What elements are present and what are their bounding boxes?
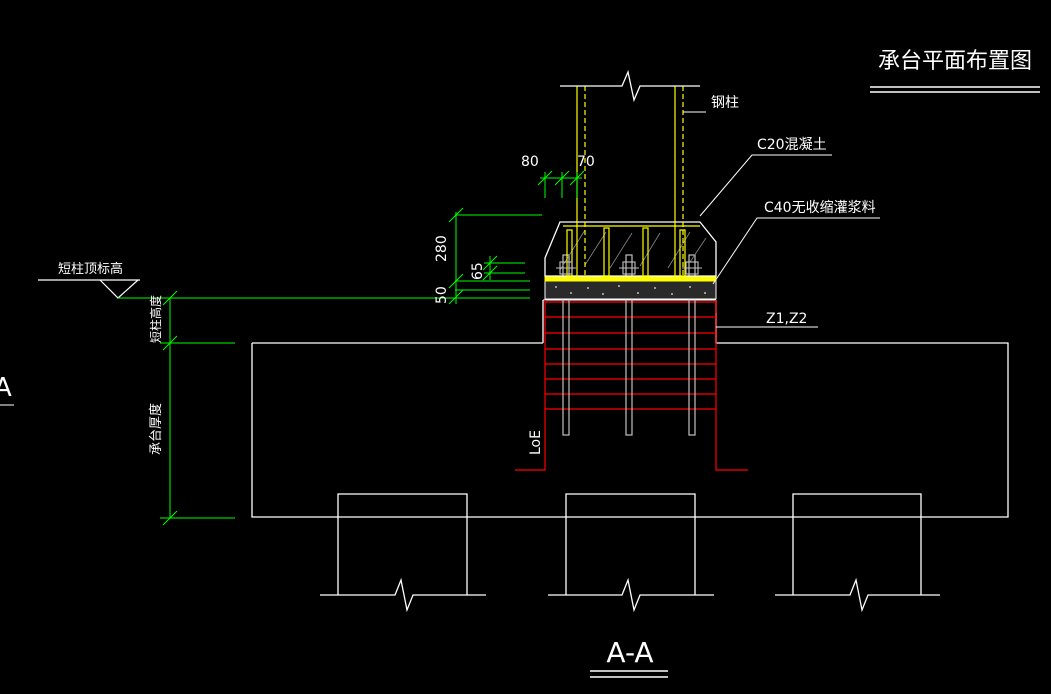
label-z1z2: Z1,Z2 (766, 311, 807, 327)
label-steel-column: 钢柱 (711, 95, 739, 111)
dim-80: 80 (521, 154, 539, 170)
grout-layer (544, 280, 717, 300)
pile-2 (548, 493, 714, 613)
column-break-line (560, 69, 700, 103)
drawing-title: 承台平面布置图 (878, 49, 1032, 74)
pile-3 (775, 493, 940, 613)
edge-letter: A (0, 373, 12, 403)
dim-70: 70 (577, 154, 595, 170)
label-loe: LoE (528, 430, 544, 455)
dim-50: 50 (434, 286, 450, 304)
green-dimensions (118, 170, 585, 526)
concrete-hatch (559, 229, 707, 271)
pile-1 (320, 493, 486, 613)
steel-column (576, 86, 684, 278)
dim-280: 280 (434, 235, 450, 262)
leader-c40 (712, 217, 880, 285)
label-short-column-top: 短柱顶标高 (58, 261, 123, 277)
label-cap-thickness: 承台厚度 (148, 403, 164, 455)
leader-c20 (699, 154, 832, 217)
concrete-encasement (544, 221, 717, 277)
title-underline (870, 86, 1040, 93)
elevation-marker (38, 279, 140, 299)
base-plate (544, 275, 717, 282)
anchor-bolts (562, 254, 696, 436)
section-underline (590, 670, 668, 678)
nuts (556, 261, 702, 275)
section-label: A-A (606, 636, 653, 669)
label-c20: C20混凝土 (757, 137, 827, 153)
grout-hatch (555, 285, 706, 295)
label-short-column-height: 短柱高度 (148, 295, 163, 343)
dim-65: 65 (470, 262, 486, 280)
rebar-cage (515, 300, 748, 471)
label-c40: C40无收缩灌浆料 (764, 200, 876, 216)
